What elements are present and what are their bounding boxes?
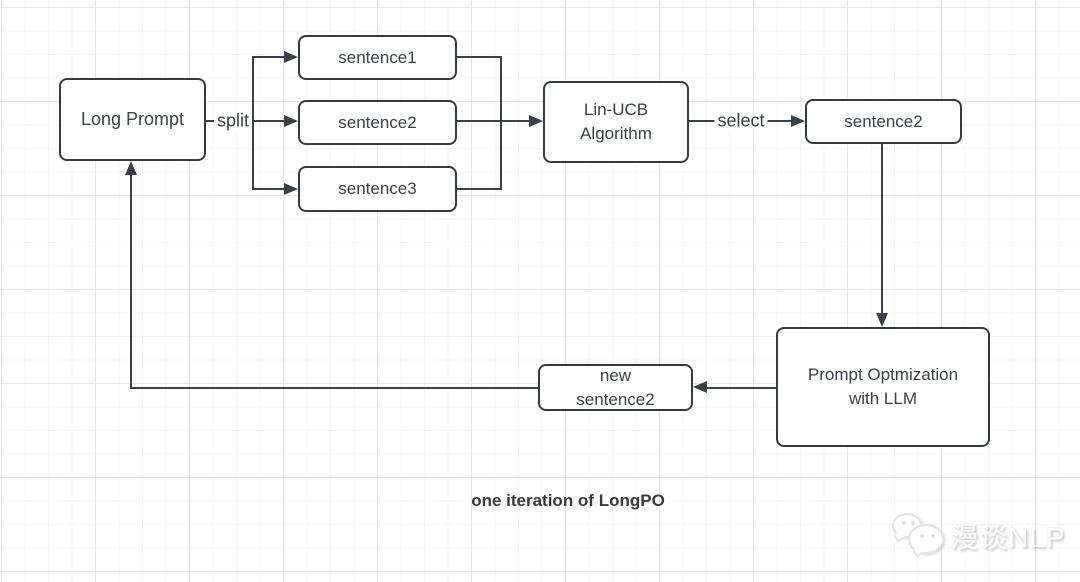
edge-collector-line: [500, 56, 502, 190]
diagram-caption: one iteration of LongPO: [471, 491, 665, 510]
node-sentence3: sentence3: [298, 166, 457, 212]
arrowhead-to-new-sentence2: [693, 381, 707, 393]
arrowhead-to-sentence3: [284, 183, 298, 195]
edge-label-split: split: [213, 110, 253, 132]
edge-sentence3-out-line: [457, 188, 502, 190]
edge-split-branch-line: [252, 56, 254, 190]
node-new-sentence2: new sentence2: [538, 364, 693, 411]
watermark: 漫谈NLP: [888, 508, 1068, 572]
node-lin-ucb-algorithm: Lin-UCB Algorithm: [543, 81, 689, 163]
arrowhead-to-selected-sentence2: [791, 115, 805, 127]
edge-split-to-sentence3-line: [252, 188, 286, 190]
arrowhead-to-sentence1: [284, 51, 298, 63]
node-sentence2: sentence2: [298, 100, 457, 145]
arrowhead-to-prompt-optimization: [876, 313, 888, 327]
arrowhead-to-sentence2: [284, 115, 298, 127]
edge-sentence1-out-line: [457, 56, 502, 58]
edge-to-new-sentence2-line: [707, 387, 776, 389]
arrowhead-to-long-prompt: [125, 161, 137, 175]
node-sentence1: sentence1: [298, 35, 457, 80]
edge-to-prompt-optimization-line: [881, 144, 883, 314]
edge-split-to-sentence1-line: [252, 56, 286, 58]
edge-sentence2-out-line: [457, 120, 529, 122]
watermark-text: 漫谈NLP: [950, 522, 1066, 553]
chat-bubble-large-icon: [908, 524, 944, 558]
edge-label-select: select: [714, 110, 768, 132]
edge-loop-vertical-line: [130, 175, 132, 389]
node-selected-sentence2: sentence2: [805, 99, 962, 144]
node-prompt-optimization-with-llm: Prompt Optmization with LLM: [776, 327, 990, 447]
node-long-prompt: Long Prompt: [59, 78, 206, 161]
edge-loop-horizontal-line: [131, 387, 538, 389]
arrowhead-to-lin-ucb: [529, 115, 543, 127]
